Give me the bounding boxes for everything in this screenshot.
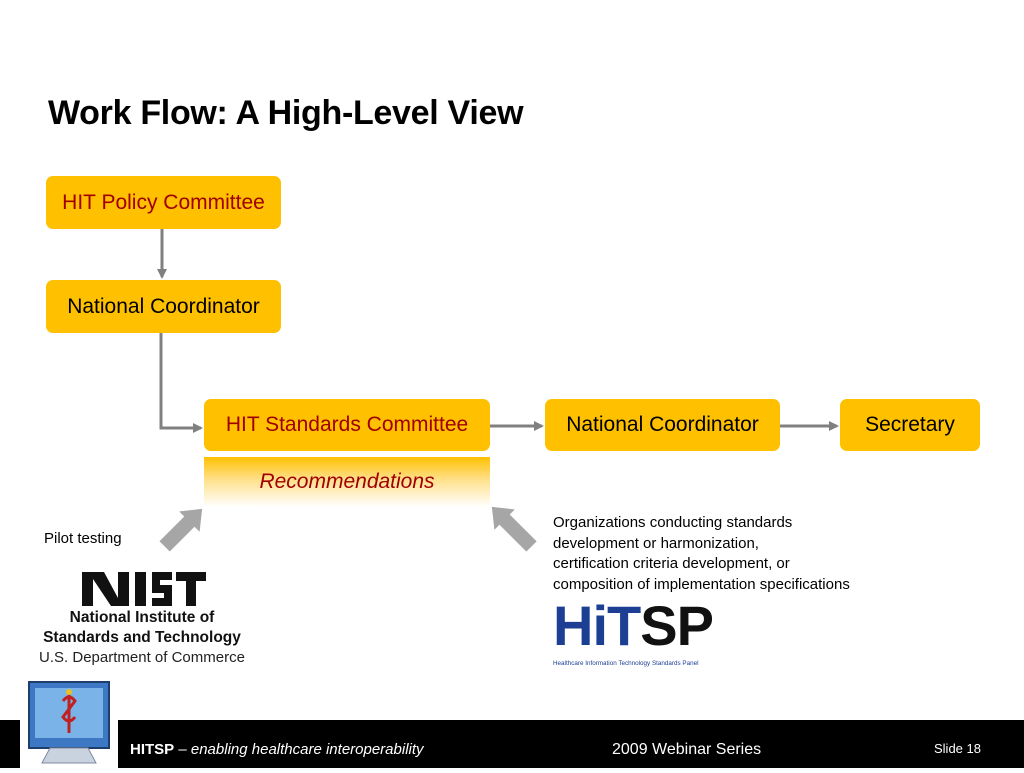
hitsp-tagline: Healthcare Information Technology Standa… — [553, 660, 699, 667]
box-label: Secretary — [865, 413, 955, 436]
box-hit-standards-committee: HIT Standards Committee — [204, 399, 490, 451]
orgs-line: Organizations conducting standards — [553, 514, 793, 531]
orgs-line: development or harmonization, — [553, 534, 759, 552]
footer-dash: – — [174, 741, 191, 758]
footer-bar — [0, 720, 1024, 768]
box-secretary: Secretary — [840, 399, 980, 451]
box-label: National Coordinator — [67, 294, 260, 318]
box-label: National Coordinator — [566, 413, 759, 436]
footer-brand-name: HITSP — [130, 741, 175, 758]
slide-number: Slide 18 — [934, 741, 981, 756]
nist-line-1: National Institute of — [69, 609, 215, 626]
recommendations-label: Recommendations — [259, 470, 435, 493]
orgs-line: certification criteria development, or — [553, 555, 790, 572]
box-national-coordinator-top: National Coordinator — [46, 280, 281, 333]
box-label: HIT Policy Committee — [62, 190, 265, 214]
box-label: HIT Standards Committee — [225, 413, 469, 436]
orgs-arrow — [490, 505, 539, 554]
hitsp-part-hit: HiT — [553, 594, 641, 657]
recommendations-band: Recommendations — [204, 457, 490, 507]
footer-tagline: enabling healthcare interoperability — [190, 741, 424, 758]
organizations-description: Organizations conducting standards devel… — [553, 513, 850, 595]
box-hit-policy-committee: HIT Policy Committee — [46, 176, 281, 229]
pilot-testing-label: Pilot testing — [44, 530, 122, 547]
nist-logo: National Institute of Standards and Tech… — [30, 570, 254, 668]
hitsp-wordmark: HiTSP — [553, 598, 723, 654]
orgs-line: composition of implementation specificat… — [553, 575, 850, 593]
nist-line-2: Standards and Technology — [43, 629, 241, 646]
hitsp-logo: HiTSP Healthcare Information Technology … — [553, 598, 723, 668]
footer-monitor-icon — [20, 675, 118, 768]
footer-brand: HITSP – enabling healthcare interoperabi… — [130, 741, 424, 758]
box-national-coordinator-right: National Coordinator — [545, 399, 780, 451]
connector-nc-to-standards — [159, 333, 203, 433]
nist-line-3: U.S. Department of Commerce — [39, 649, 245, 666]
slide-title: Work Flow: A High-Level View — [48, 94, 524, 132]
hitsp-part-sp: SP — [640, 594, 714, 657]
nist-wordmark-icon — [82, 572, 206, 606]
footer-series: 2009 Webinar Series — [612, 741, 762, 758]
pilot-arrow — [157, 507, 204, 554]
